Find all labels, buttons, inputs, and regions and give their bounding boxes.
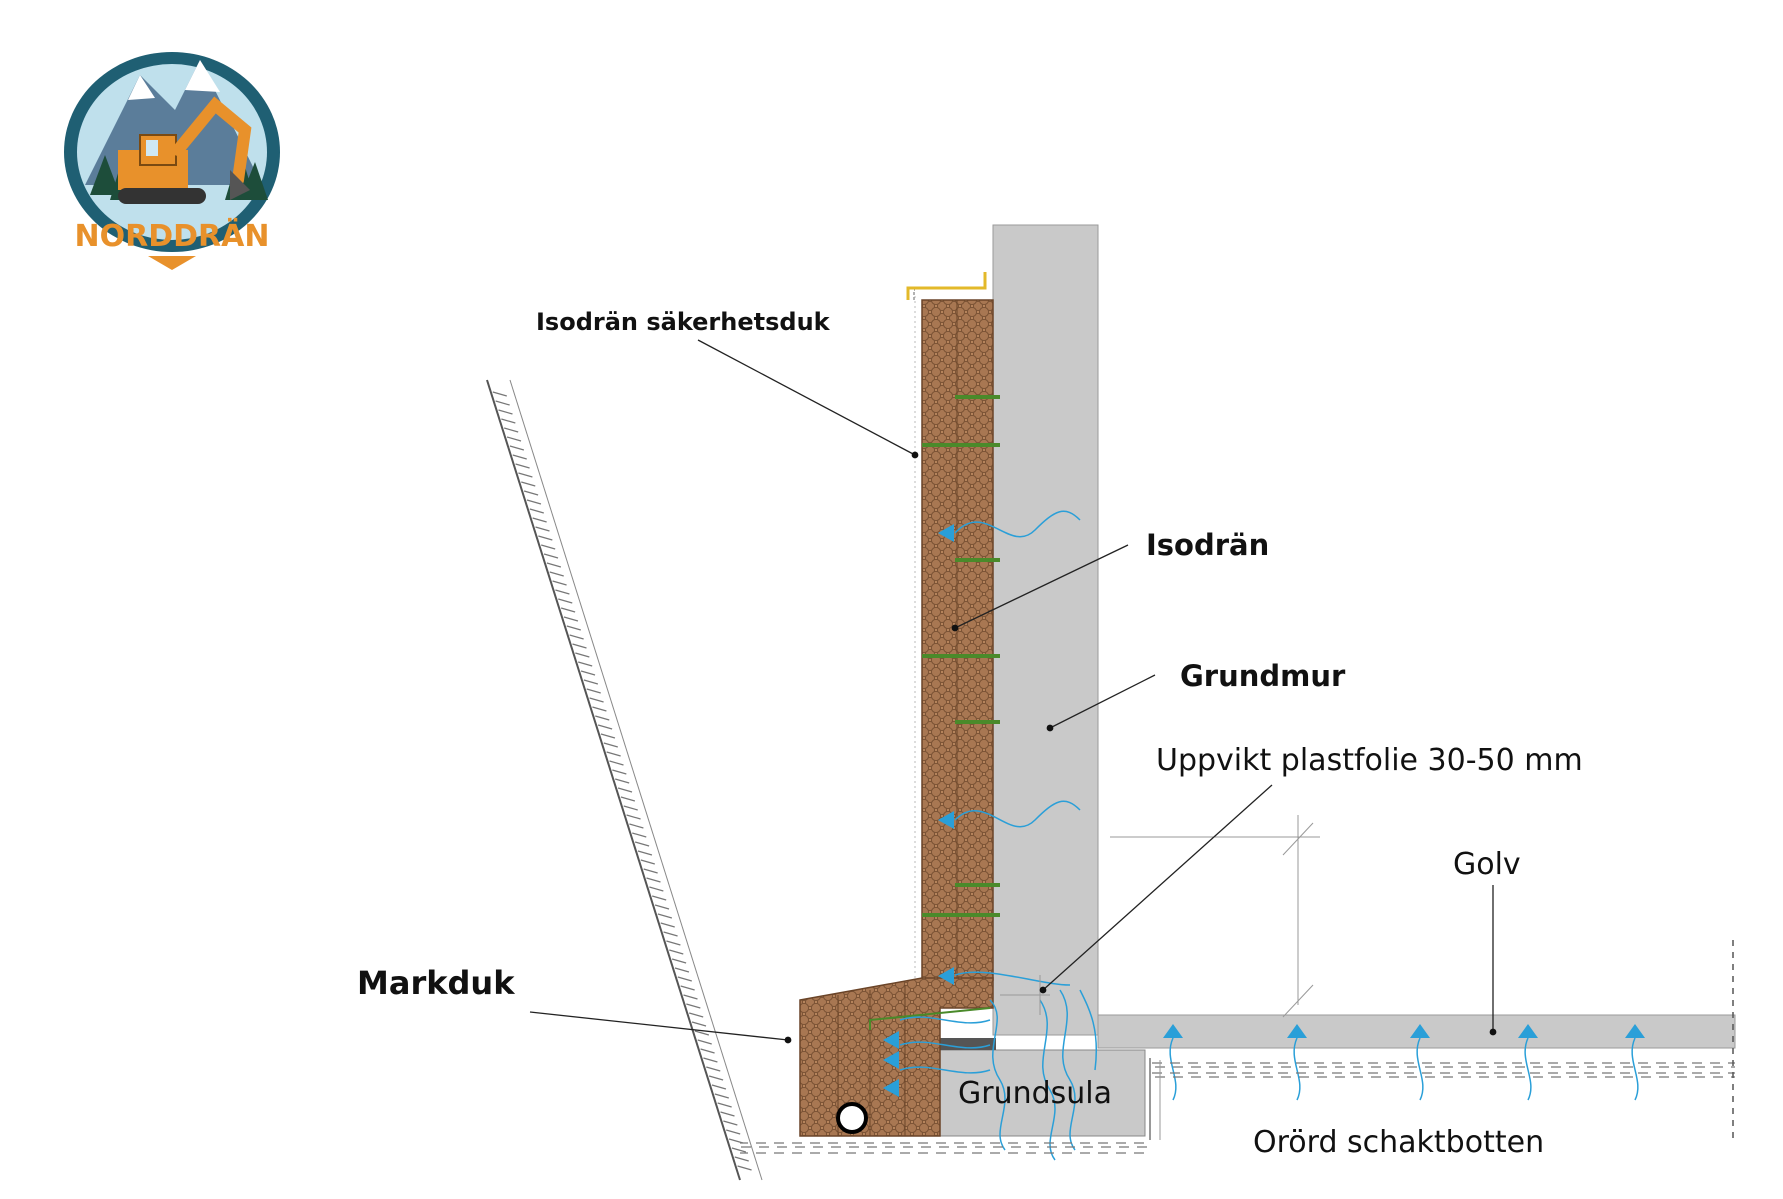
excavation-slope [486, 379, 763, 1181]
label-safety-fabric: Isodrän säkerhetsduk [536, 308, 831, 336]
water-wave-line [1059, 989, 1076, 1151]
logo-brand-text: NORDDRÄN [75, 218, 270, 254]
label-foundation-wall: Grundmur [1180, 659, 1346, 693]
water-wave-line [899, 1041, 991, 1049]
water-arrow-icon [938, 967, 954, 985]
drain-pipe-icon [836, 1102, 868, 1134]
water-wave-line [899, 1016, 991, 1024]
safety-fabric-top [906, 272, 987, 980]
water-arrow-icon [1625, 1024, 1645, 1038]
water-arrow-icon [883, 1079, 899, 1097]
label-plastic-film: Uppvikt plastfolie 30-50 mm [1156, 743, 1583, 778]
label-geotextile: Markduk [357, 964, 515, 1002]
dimension-lines [1000, 815, 1320, 1018]
undisturbed-soil-hatch [740, 940, 1735, 1156]
water-wave-line [899, 1066, 991, 1074]
water-flow [883, 510, 1645, 1161]
water-arrow-icon [883, 1031, 899, 1049]
anchor-pins [922, 395, 1000, 917]
water-arrow-icon [938, 811, 954, 829]
water-wave-line [1079, 989, 1098, 1071]
floor-slab [1097, 1014, 1736, 1049]
water-arrow-icon [1410, 1024, 1430, 1038]
foundation-wall [992, 224, 1099, 1036]
label-undisturbed-bottom: Orörd schaktbotten [1253, 1125, 1544, 1160]
water-arrow-icon [1163, 1024, 1183, 1038]
water-wave-line [954, 971, 1071, 986]
label-footing: Grundsula [958, 1076, 1112, 1111]
label-isodran: Isodrän [1146, 528, 1269, 562]
water-wave-line [954, 510, 1081, 538]
water-arrow-icon [1287, 1024, 1307, 1038]
norddran-logo: NORDDRÄN [64, 52, 280, 270]
water-arrow-icon [1518, 1024, 1538, 1038]
water-wave-line [954, 800, 1081, 828]
logo-badge [64, 52, 280, 252]
leader-lines [529, 339, 1497, 1044]
logo-chevron-icon [148, 256, 196, 270]
water-arrow-icon [883, 1051, 899, 1069]
label-floor: Golv [1453, 847, 1521, 882]
water-wave-line [989, 999, 1006, 1151]
water-arrow-icon [938, 524, 954, 542]
isodran-board [799, 299, 994, 1137]
